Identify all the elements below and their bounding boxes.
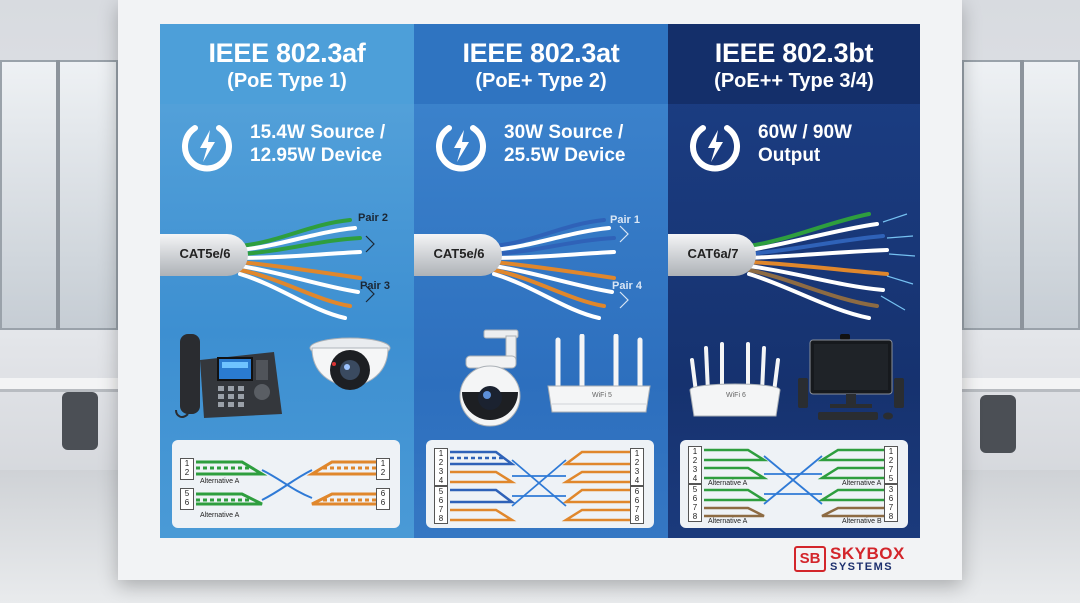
skybox-systems-logo: SB SKYBOX SYSTEMS [794, 544, 924, 576]
wifi-router-icon [547, 334, 651, 413]
cable-jacket [414, 234, 502, 276]
alternative-label: Alternative A [842, 480, 882, 487]
background-desk [962, 378, 1080, 392]
desktop-computer-icon [798, 334, 904, 420]
background-chair [62, 392, 98, 450]
logo-mark: SB [794, 546, 826, 572]
dome-camera-icon [309, 337, 391, 390]
pair-label-bottom: Pair 3 [360, 280, 390, 292]
pin-block-right-bottom: 6 6 [376, 488, 390, 510]
background-window-frame [56, 60, 60, 330]
panel-title: IEEE 802.3at [462, 38, 620, 68]
cable-wire-pairs [747, 212, 916, 320]
pin-block-left-bottom: 5 6 [180, 488, 194, 510]
alternative-label: Alternative A [708, 480, 748, 487]
power-bolt-icon [182, 125, 232, 172]
wire-paths [450, 450, 630, 522]
pair-label-top: Pair 1 [610, 214, 640, 226]
pin-block-right-top: 1 2 [376, 458, 390, 480]
poe-standards-poster: IEEE 802.3af (PoE Type 1) 15.4W Source /… [118, 0, 962, 580]
cable-jacket [668, 234, 756, 276]
alternative-label: Alternative A [200, 478, 240, 485]
alternative-label: Alternative A [708, 518, 748, 525]
title-band: IEEE 802.3af (PoE Type 1) [160, 24, 414, 104]
alternative-label: Alternative A [200, 512, 240, 519]
power-bolt-icon [690, 125, 740, 172]
background-window-frame [1020, 60, 1024, 330]
voip-phone-icon [175, 334, 282, 418]
panel-title: IEEE 802.3bt [714, 38, 874, 68]
wifi-router-icon [689, 342, 781, 417]
wiring-diagram: 1 2 5 6 1 2 6 6 [172, 440, 400, 528]
power-rating: 60W / 90W Output [758, 122, 852, 166]
panel-802-3af: IEEE 802.3af (PoE Type 1) 15.4W Source /… [160, 24, 414, 538]
power-rating: 30W Source / 25.5W Device [504, 122, 626, 166]
logo-name-top: SKYBOX [830, 544, 905, 563]
background-desk [0, 378, 118, 392]
cable-category-label: CAT6a/7 [687, 246, 739, 261]
ptz-camera-icon [459, 329, 521, 427]
pair-label-top: Pair 2 [358, 212, 388, 224]
pair-label-bottom: Pair 4 [612, 280, 642, 292]
pin-block-left-top: 1 2 [180, 458, 194, 480]
cable-wire-pairs [492, 218, 629, 320]
cable-jacket [160, 234, 248, 276]
logo-name-bottom: SYSTEMS [830, 561, 894, 573]
panel-802-3at: IEEE 802.3at (PoE+ Type 2) 30W Source / … [414, 24, 668, 538]
alternative-label: Alternative B [842, 518, 882, 525]
title-band: IEEE 802.3at (PoE+ Type 2) [414, 24, 668, 104]
panel-802-3bt: IEEE 802.3bt (PoE++ Type 3/4) 60W / 90W … [668, 24, 920, 538]
cable-wire-pairs [238, 218, 375, 320]
panel-subtitle: (PoE+ Type 2) [475, 70, 607, 92]
wire-paths [704, 448, 884, 518]
power-rating: 15.4W Source / 12.95W Device [250, 122, 386, 166]
panel-subtitle: (PoE Type 1) [227, 70, 347, 92]
panel-subtitle: (PoE++ Type 3/4) [714, 70, 874, 92]
cable-category-label: CAT5e/6 [179, 246, 231, 261]
router-label: WiFi 5 [592, 392, 612, 399]
background-chair [980, 395, 1016, 453]
panel-title: IEEE 802.3af [208, 38, 366, 68]
power-bolt-icon [436, 125, 486, 172]
title-band: IEEE 802.3bt (PoE++ Type 3/4) [668, 24, 920, 104]
router-label: WiFi 6 [726, 392, 746, 399]
wire-paths [196, 460, 376, 506]
cable-category-label: CAT5e/6 [433, 246, 485, 261]
